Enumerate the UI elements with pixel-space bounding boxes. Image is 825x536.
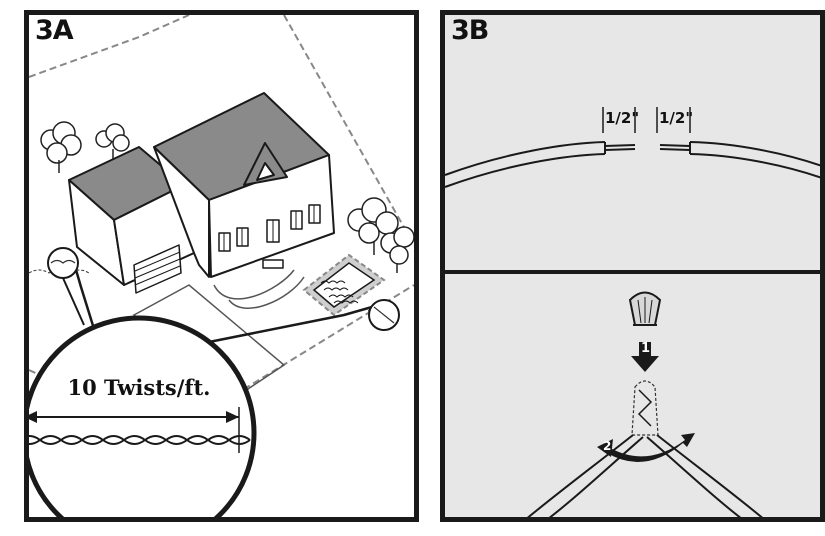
garden-bed	[302, 253, 386, 317]
twisted-wires-dashed	[631, 380, 659, 436]
step-2-label: 2	[603, 439, 612, 453]
walkway	[213, 269, 295, 300]
panel-label-3b: 3B	[451, 15, 489, 46]
panel-3a: 3A 10 Twists/ft.	[24, 10, 419, 522]
panel-3b: 3B 1/2" 1/2" 1 2	[440, 10, 825, 522]
twists-per-foot-label: 10 Twists/ft.	[67, 375, 211, 400]
house-illustration	[68, 92, 335, 294]
property-line-right	[283, 15, 414, 246]
panel-divider	[445, 270, 820, 274]
twisted-wire	[29, 435, 251, 445]
stripped-wire	[445, 141, 820, 188]
rotate-arrow-icon	[597, 433, 695, 462]
step-1-label: 1	[641, 341, 651, 356]
site-plan-illustration	[29, 15, 414, 517]
property-line-top	[29, 15, 190, 78]
wire-nut-icon	[628, 291, 662, 326]
strip-length-right: 1/2"	[659, 109, 694, 127]
tree-icon	[40, 121, 414, 273]
strip-length-left: 1/2"	[605, 109, 640, 127]
spliced-wire	[527, 434, 763, 517]
panel-label-3a: 3A	[35, 15, 74, 46]
arrow-down-icon	[631, 342, 659, 372]
wire-splice-illustration	[445, 107, 820, 517]
